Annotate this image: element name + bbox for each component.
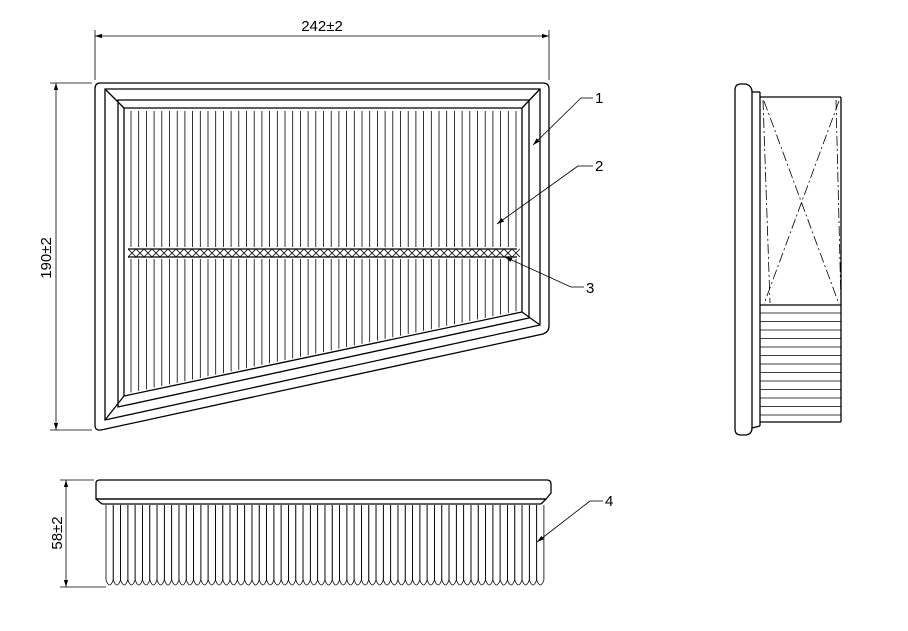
callout-3-label: 3 — [586, 280, 594, 297]
side-view — [734, 83, 842, 436]
filter-pleats — [130, 111, 517, 393]
front-view — [95, 479, 552, 586]
support-strip — [127, 248, 521, 258]
corner-br — [521, 311, 541, 326]
callout-1-label: 1 — [595, 90, 603, 107]
media-outer — [117, 99, 530, 408]
corner-tl — [104, 88, 125, 109]
callout-2-label: 2 — [595, 158, 603, 175]
front-frame-top — [95, 479, 552, 500]
height-dimension-label: 190±2 — [38, 237, 55, 279]
frame-outer — [94, 82, 550, 431]
callout-1: 1 — [532, 90, 603, 146]
callout-2: 2 — [496, 158, 603, 225]
width-dimension-label: 242±2 — [301, 18, 343, 35]
callout-4: 4 — [536, 493, 613, 543]
corner-tr — [521, 88, 541, 109]
width-dimension: 242±2 — [94, 18, 550, 80]
callout-3: 3 — [504, 256, 594, 297]
side-pleats — [760, 312, 841, 416]
height-dimension: 190±2 — [38, 82, 92, 431]
top-view — [94, 82, 550, 431]
callout-4-label: 4 — [605, 493, 613, 510]
depth-dimension: 58±2 — [49, 479, 106, 588]
depth-dimension-label: 58±2 — [49, 516, 66, 549]
corner-bl — [104, 395, 125, 421]
front-pleats — [105, 505, 545, 586]
side-frame — [734, 83, 753, 436]
